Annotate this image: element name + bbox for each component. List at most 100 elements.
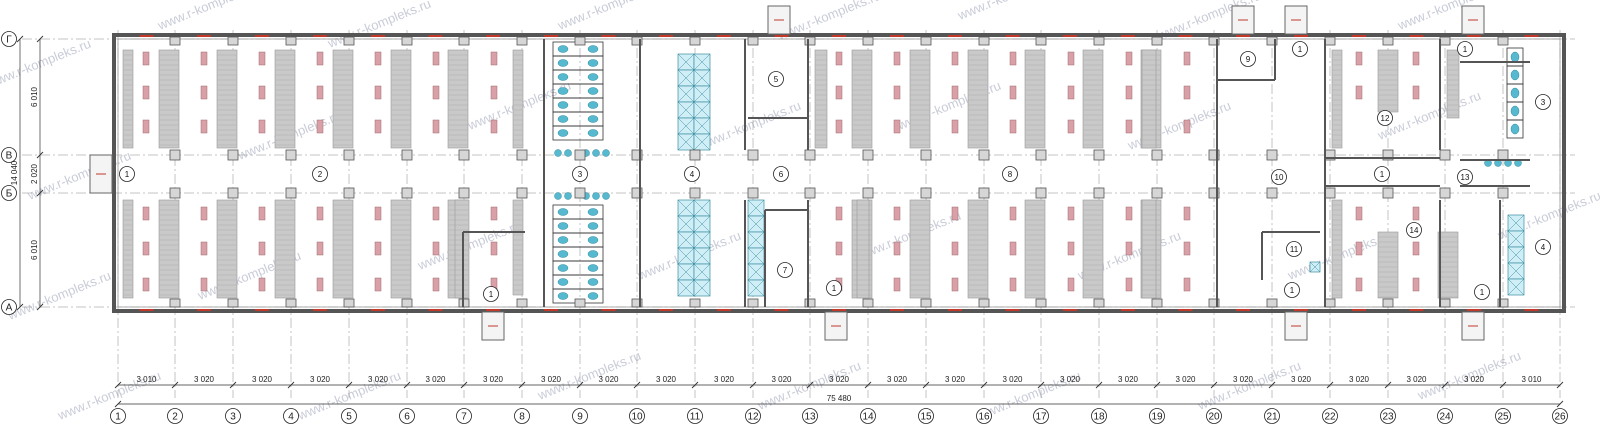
locker [1183,206,1191,221]
shower-line [747,263,765,281]
column [343,187,355,199]
locker [490,241,498,256]
axis-bubble [514,408,530,424]
sink [602,192,610,200]
shower-line [677,199,695,217]
room-marker [1374,166,1390,182]
bay-width-label: 3 020 [887,375,908,384]
axis-label: 20 [1208,412,1220,423]
column [401,149,413,161]
column [978,36,990,46]
locker [835,85,843,100]
bay-width-label: 3 020 [656,375,677,384]
row-width-label: 6 010 [30,86,39,107]
toilet [557,222,569,230]
bay-width-label: 3 020 [368,375,389,384]
dimension-tick [114,400,122,408]
column [920,298,932,308]
room-number: 12 [1381,114,1390,123]
column [1439,187,1451,199]
column [747,149,759,161]
toilet [557,129,569,137]
column [574,36,586,46]
locker [1067,85,1075,100]
axis-bubble [1,299,17,315]
axis-label: 26 [1554,412,1566,423]
locker [1355,277,1363,292]
locker [142,85,150,100]
axis-bubble [1437,408,1453,424]
locker [893,277,901,292]
watermark-text: www.r-kompleks.ru [555,0,663,33]
toilet [557,264,569,272]
bed [1141,49,1157,149]
room-marker [1286,241,1302,257]
column [689,149,701,161]
bed [1437,231,1459,299]
room-number: 4 [690,170,695,179]
room-marker [1240,51,1256,67]
column [227,36,239,46]
shower-line [677,85,695,103]
column [1208,149,1220,161]
bed [967,49,989,149]
dimension-tick [1210,381,1218,389]
bed [216,49,238,149]
dimension-tick [576,381,584,389]
column [458,187,470,199]
axis-label: Б [6,189,13,200]
locker [893,51,901,66]
dimension-tick [633,381,641,389]
bed [1024,49,1046,149]
axis-label: 12 [747,412,759,423]
column [1151,187,1163,199]
column [169,298,181,308]
locker [1125,277,1133,292]
column [227,298,239,308]
column [1497,149,1509,161]
watermark-text: www.r-kompleks.ru [325,0,433,51]
locker [258,51,266,66]
toilet [557,59,569,67]
sink [592,149,600,157]
axis-label: 23 [1382,412,1394,423]
sink [592,192,600,200]
column [804,298,816,308]
column [1382,36,1394,46]
column [747,36,759,46]
locker [1183,241,1191,256]
axis-bubble [456,408,472,424]
room-marker [1292,41,1308,57]
shower-line [677,53,695,71]
column [285,298,297,308]
bed [390,199,412,299]
locker [200,277,208,292]
locker [1183,51,1191,66]
column [516,149,528,161]
locker [1125,85,1133,100]
column [169,36,181,46]
shower-line [747,279,765,297]
dimension-tick [1326,381,1334,389]
axis-bubble [1149,408,1165,424]
toilet [587,236,599,244]
room-marker [768,71,784,87]
room-marker [1535,94,1551,110]
locker [316,241,324,256]
column [1266,36,1278,46]
room-marker [684,166,700,182]
shower-line [1507,262,1525,280]
locker [432,277,440,292]
axis-label: 4 [288,412,294,423]
room-marker [1377,110,1393,126]
locker [1412,51,1420,66]
bed [1446,49,1460,119]
dimension-tick [460,381,468,389]
room-marker [826,280,842,296]
locker [200,206,208,221]
sink [554,192,562,200]
locker [258,277,266,292]
axis-label: 15 [920,412,932,423]
axis-bubble [1206,408,1222,424]
locker [1183,119,1191,134]
